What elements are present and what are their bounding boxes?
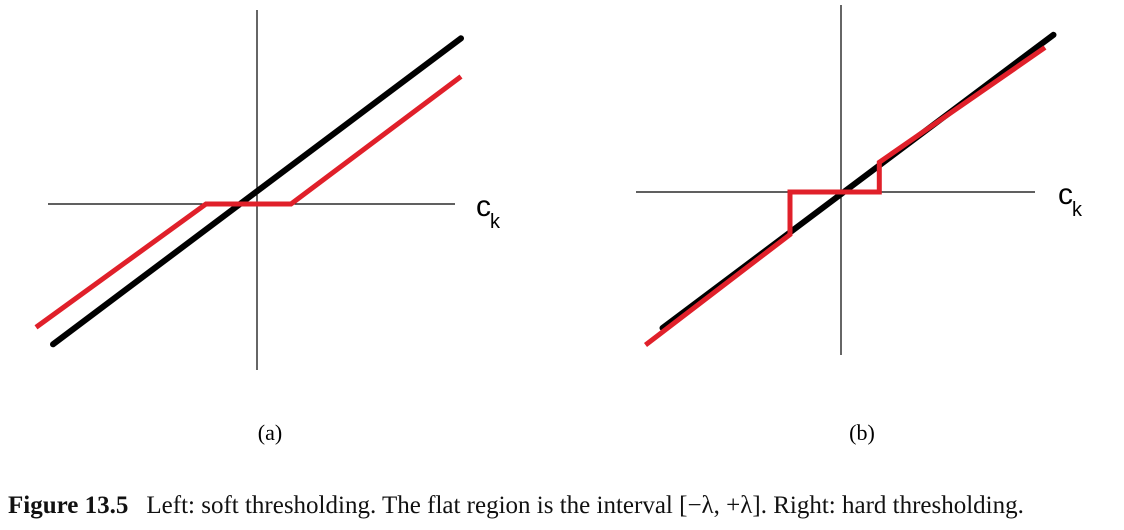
figure-caption-text: Left: soft thresholding. The flat region…: [146, 492, 1024, 519]
panel-b-hard-threshold-line: [643, 45, 1047, 347]
figure-caption-label: Figure 13.5: [8, 492, 129, 519]
panel-b-hard-thresholding: ck (b): [636, 5, 1083, 445]
thresholding-figure: ck (a) ck (b): [34, 5, 1083, 445]
panel-a-soft-thresholding: ck (a): [34, 10, 501, 445]
figure-caption: Figure 13.5 Left: soft thresholding. The …: [8, 492, 1118, 520]
panel-b-axis-label: ck: [1058, 178, 1083, 221]
panel-a-soft-threshold-line: [34, 74, 463, 330]
panel-b-label: (b): [849, 420, 875, 445]
panel-a-label: (a): [258, 420, 282, 445]
panel-a-axis-label: ck: [476, 190, 501, 233]
panel-a-identity-line: [50, 35, 464, 348]
